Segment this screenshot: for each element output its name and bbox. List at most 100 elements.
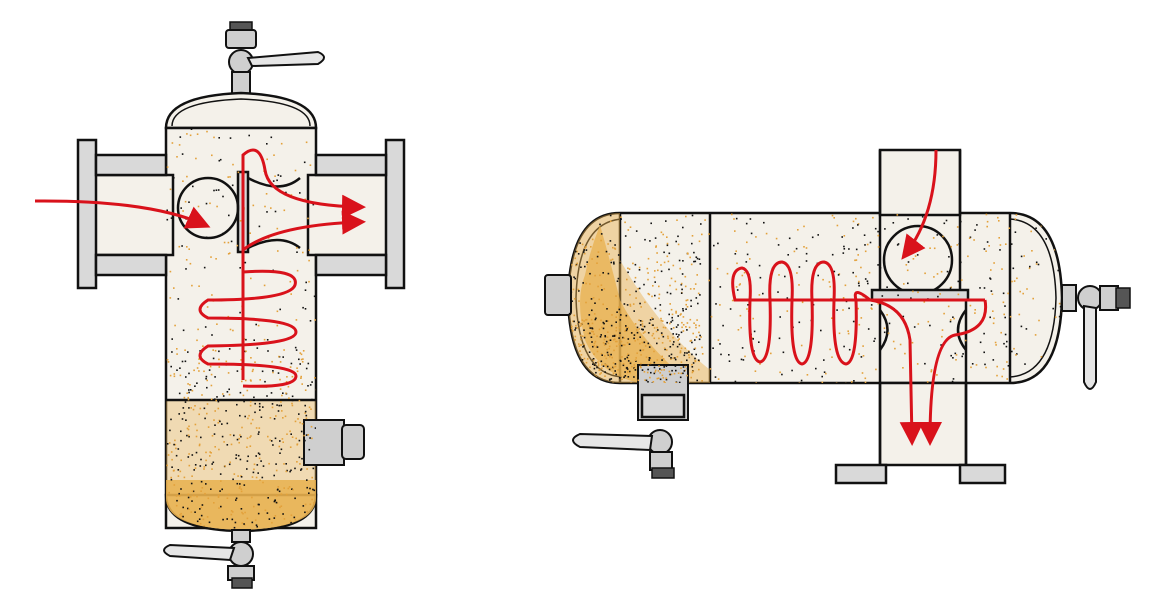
particle xyxy=(708,279,710,282)
particle xyxy=(659,378,662,381)
horizontal-particles xyxy=(568,213,1062,383)
particle xyxy=(299,463,301,465)
particle xyxy=(833,270,836,273)
particle xyxy=(670,321,672,323)
particle xyxy=(678,334,680,336)
particle xyxy=(947,305,950,308)
particle xyxy=(582,346,584,348)
particle xyxy=(577,253,580,255)
particle xyxy=(667,335,669,338)
particle xyxy=(968,237,971,239)
particle xyxy=(936,374,938,376)
particle xyxy=(592,381,595,383)
particle xyxy=(207,497,210,500)
drain-valve-handle[interactable] xyxy=(572,432,654,452)
particle xyxy=(625,326,627,329)
particle xyxy=(186,392,188,394)
particle xyxy=(593,353,595,355)
particle xyxy=(874,227,877,230)
particle xyxy=(573,320,575,323)
particle xyxy=(307,434,309,436)
particle xyxy=(218,137,220,139)
particle xyxy=(590,246,592,248)
particle xyxy=(592,345,594,348)
particle xyxy=(199,465,202,467)
bottom-valve-handle[interactable] xyxy=(163,543,236,562)
particle xyxy=(171,466,173,468)
particle xyxy=(597,285,599,288)
particle xyxy=(303,434,305,437)
particle xyxy=(614,370,616,372)
particle xyxy=(942,235,944,238)
particle xyxy=(290,362,293,365)
particle xyxy=(635,360,637,362)
particle xyxy=(622,344,625,346)
particle xyxy=(902,315,905,318)
particle xyxy=(276,310,279,313)
particle xyxy=(843,345,845,348)
particle xyxy=(306,479,308,481)
particle xyxy=(184,200,187,203)
particle xyxy=(690,299,692,302)
particle xyxy=(924,272,926,275)
particle xyxy=(936,234,939,236)
particle xyxy=(173,287,175,289)
particle xyxy=(955,354,958,356)
particle xyxy=(888,322,891,325)
particle xyxy=(633,368,636,370)
top-valve-handle[interactable] xyxy=(246,50,325,68)
particle xyxy=(236,370,239,372)
particle xyxy=(260,416,263,418)
particle xyxy=(207,426,210,428)
particle xyxy=(193,369,195,372)
particle xyxy=(820,329,822,332)
particle xyxy=(1052,307,1054,310)
vent-valve-handle[interactable] xyxy=(1083,304,1097,390)
particle xyxy=(605,364,608,367)
particle xyxy=(250,422,252,425)
particle xyxy=(230,513,233,516)
particle xyxy=(271,403,274,405)
particle xyxy=(976,224,978,226)
particle xyxy=(191,475,193,477)
particle xyxy=(661,374,664,377)
particle xyxy=(226,497,229,499)
particle xyxy=(608,347,610,350)
particle xyxy=(604,335,606,337)
particle xyxy=(233,526,236,529)
particle xyxy=(228,348,231,350)
particle xyxy=(175,447,177,450)
particle xyxy=(680,282,683,285)
particle xyxy=(570,327,573,330)
particle xyxy=(239,483,241,485)
particle xyxy=(633,364,636,366)
drain-valve[interactable] xyxy=(572,364,689,479)
particle xyxy=(905,264,908,266)
particle xyxy=(176,499,178,502)
particle xyxy=(952,378,955,380)
particle xyxy=(717,378,720,380)
particle xyxy=(289,280,292,283)
particle xyxy=(593,313,596,315)
particle xyxy=(187,396,189,399)
particle xyxy=(806,374,809,376)
particle xyxy=(644,379,646,381)
particle xyxy=(866,280,869,282)
particle xyxy=(1009,219,1011,221)
particle xyxy=(250,380,252,382)
particle xyxy=(240,508,243,510)
particle xyxy=(677,372,680,374)
particle xyxy=(309,384,312,386)
particle xyxy=(597,361,599,363)
particle xyxy=(964,334,967,336)
particle xyxy=(697,292,700,295)
particle xyxy=(954,352,957,355)
particle xyxy=(693,251,695,254)
particle xyxy=(258,453,261,456)
particle xyxy=(205,236,208,239)
vent-valve[interactable] xyxy=(1061,284,1131,390)
top-valve[interactable] xyxy=(225,21,325,95)
particle xyxy=(695,297,698,299)
bottom-valve[interactable] xyxy=(163,529,255,589)
particle xyxy=(581,359,584,361)
